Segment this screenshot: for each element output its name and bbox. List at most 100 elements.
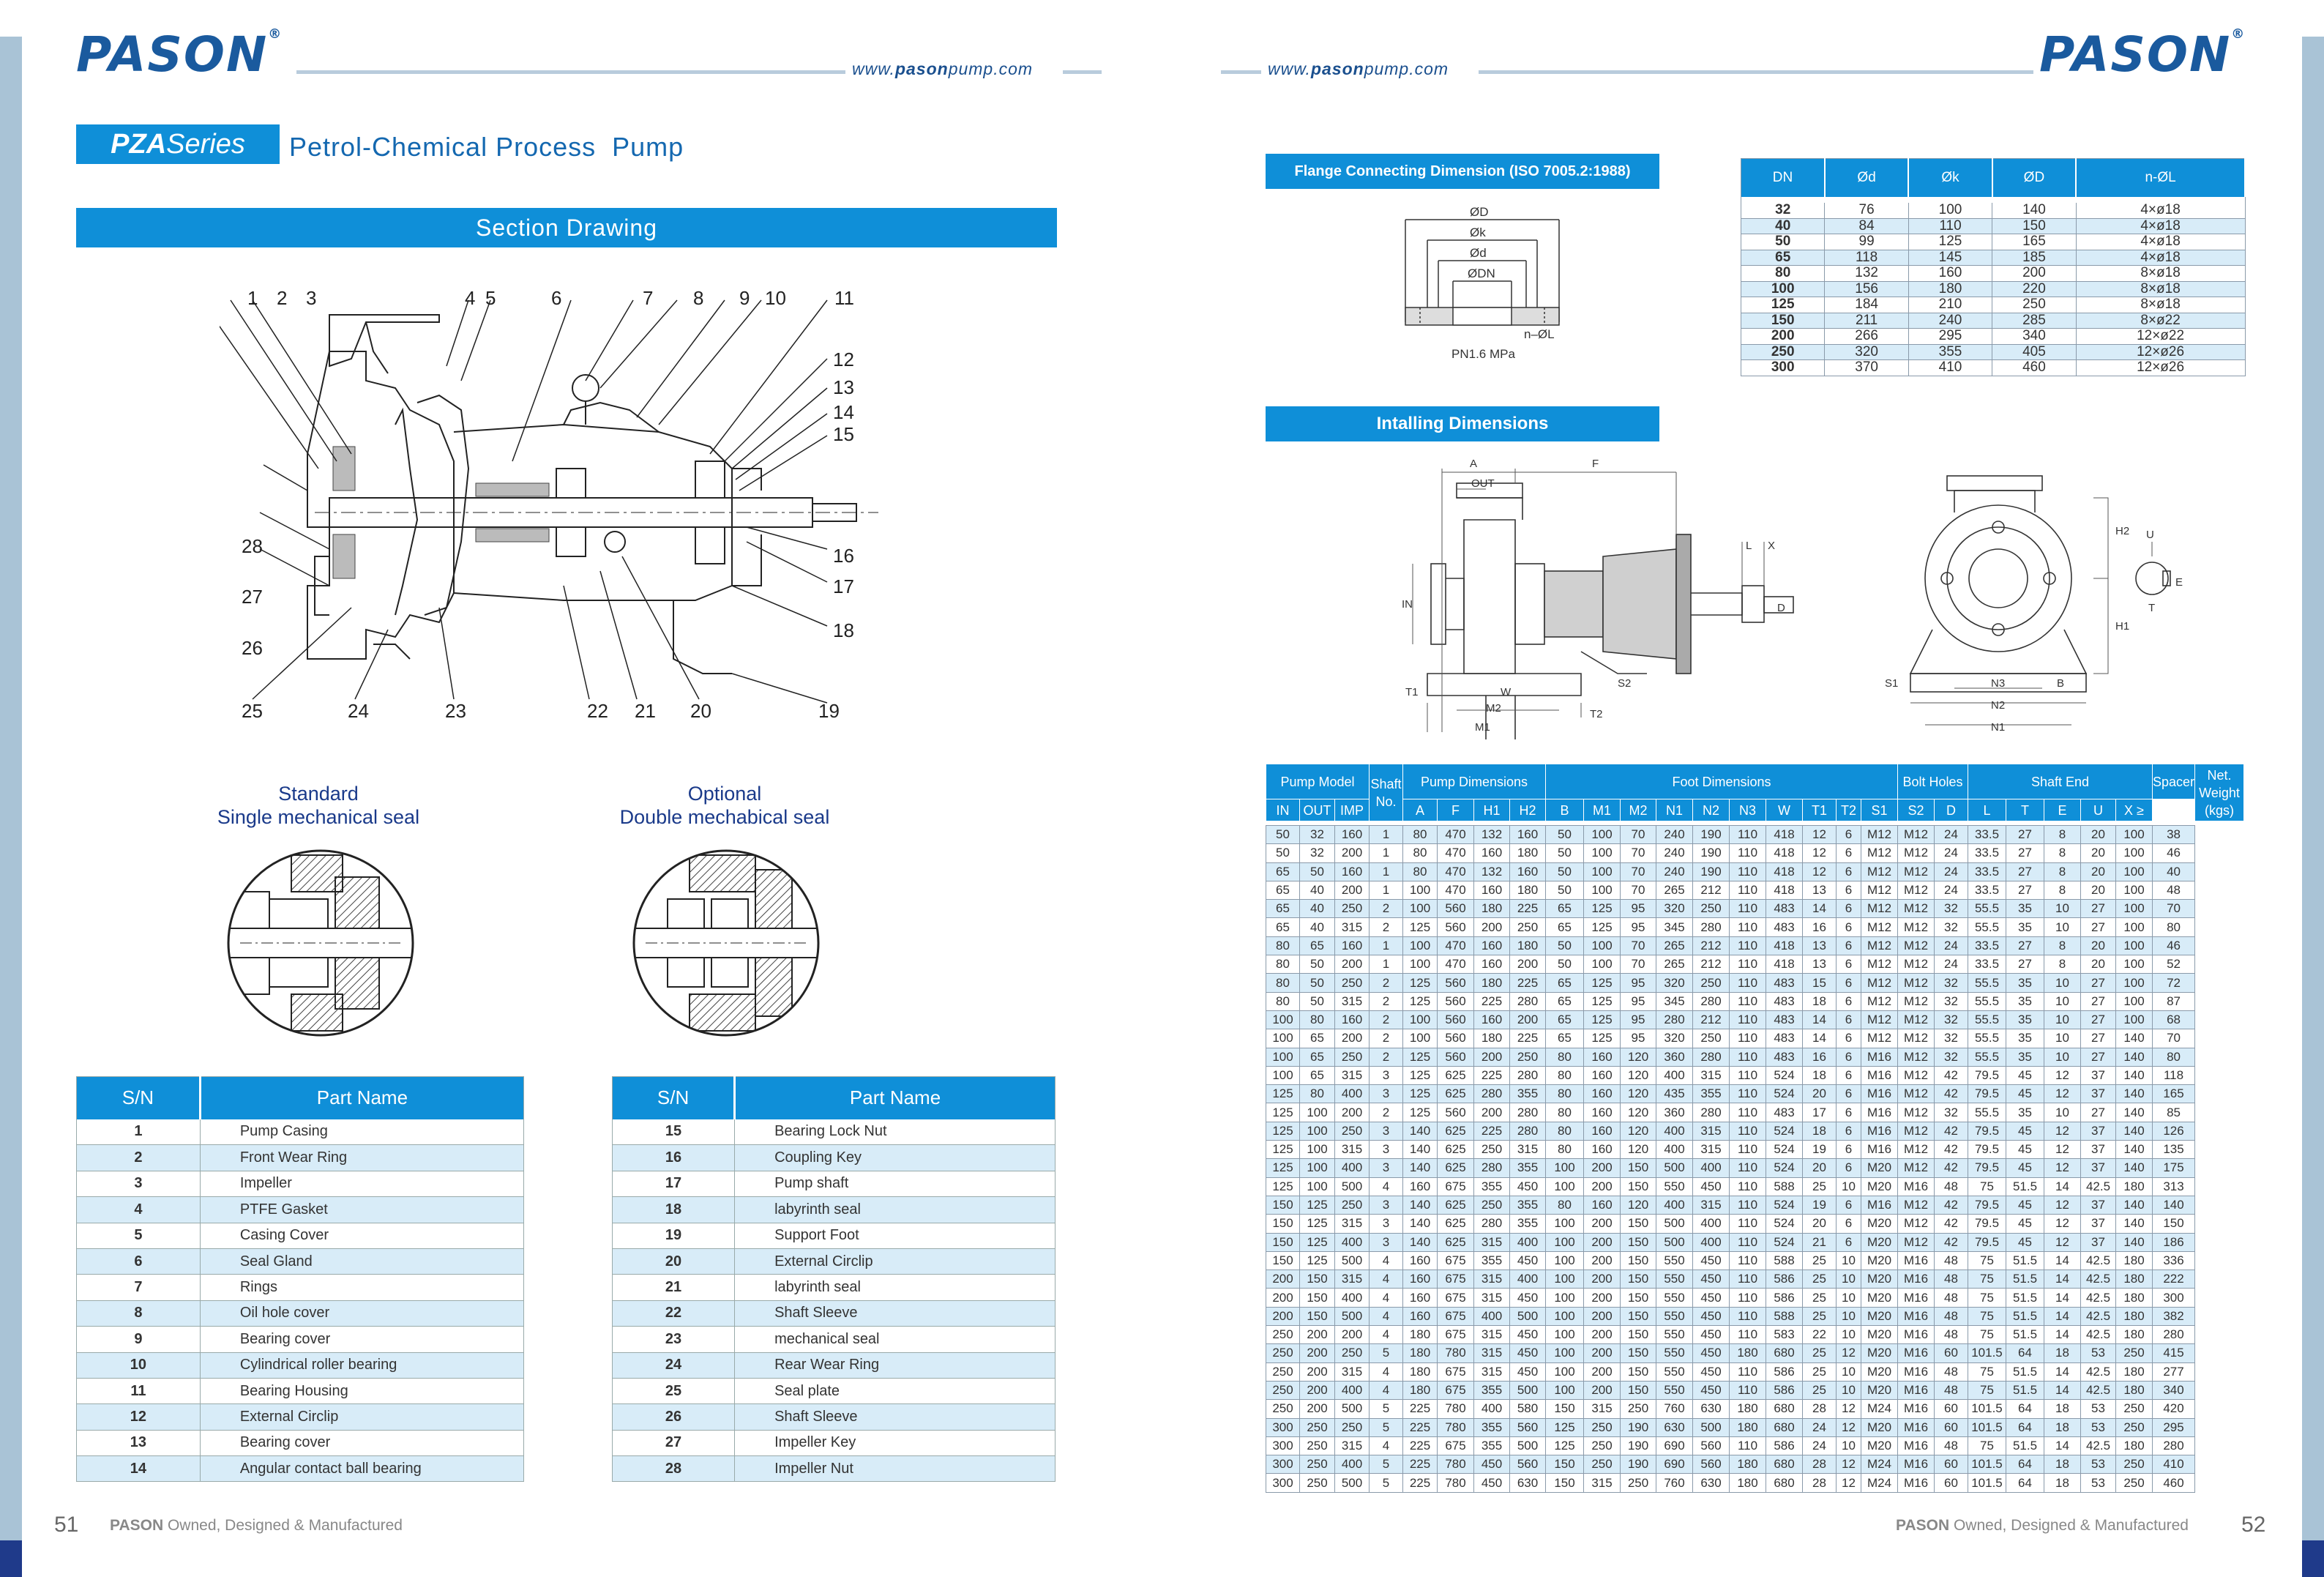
dimension-cell: 80 xyxy=(2151,917,2196,937)
dimension-cell: 100 xyxy=(1402,899,1438,919)
flange-cell: 100 xyxy=(1741,281,1826,297)
dimension-cell: 110 xyxy=(1729,1121,1766,1141)
dimension-cell: 79.5 xyxy=(1968,1232,2006,1252)
dimension-cell: 100 xyxy=(1402,880,1438,901)
column-header: A xyxy=(1402,799,1438,821)
dimension-cell: 150 xyxy=(2151,1214,2196,1234)
dimension-cell: 14 xyxy=(2044,1288,2081,1308)
dimension-cell: 524 xyxy=(1766,1084,1803,1104)
dimension-cell: 140 xyxy=(2115,1158,2153,1178)
dimension-cell: 72 xyxy=(2151,973,2196,993)
dimension-cell: 28 xyxy=(1802,1455,1837,1475)
dimension-cell: 27 xyxy=(2006,824,2044,845)
dimension-cell: M12 xyxy=(1897,991,1935,1011)
dimension-cell: 160 xyxy=(1583,1195,1621,1215)
dimension-cell: 10 xyxy=(2044,899,2081,919)
dimension-cell: 280 xyxy=(1692,1103,1730,1122)
flange-cell: 4×ø18 xyxy=(2076,218,2246,234)
dimension-cell: 10 xyxy=(1836,1250,1861,1271)
dimension-cell: 6 xyxy=(1836,899,1861,919)
flange-cell: 150 xyxy=(1741,313,1826,329)
svg-text:2: 2 xyxy=(277,287,287,309)
dimension-cell: 150 xyxy=(1545,1455,1584,1475)
dimension-cell: 50 xyxy=(1299,991,1335,1011)
dimension-cell: 6 xyxy=(1836,843,1861,863)
dimension-cell: 35 xyxy=(2006,1103,2044,1122)
dimension-cell: 250 xyxy=(1299,1473,1335,1493)
dimension-cell: 780 xyxy=(1437,1473,1474,1493)
dimension-cell: 65 xyxy=(1266,899,1300,919)
dimension-cell: 6 xyxy=(1836,1010,1861,1030)
dimension-cell: 2 xyxy=(1369,1029,1403,1048)
dimension-cell: 125 xyxy=(1266,1158,1300,1178)
dimension-cell: 315 xyxy=(1334,1214,1370,1234)
dimension-cell: 100 xyxy=(1545,1306,1584,1327)
dimension-cell: 42.5 xyxy=(2080,1325,2116,1345)
url-right[interactable]: www.pasonpump.com xyxy=(1268,59,1449,78)
dimension-cell: 50 xyxy=(1299,955,1335,974)
dimension-cell: 80 xyxy=(2151,1047,2196,1067)
dimension-cell: 780 xyxy=(1437,1399,1474,1419)
dimension-cell: 250 xyxy=(1473,1195,1510,1215)
dimension-cell: 100 xyxy=(1402,936,1438,956)
dimension-cell: 37 xyxy=(2080,1158,2116,1178)
dimension-cell: 80 xyxy=(1545,1103,1584,1122)
dimension-cell: 125 xyxy=(1299,1232,1335,1252)
dimension-cell: 10 xyxy=(2044,973,2081,993)
dimension-cell: 6 xyxy=(1836,880,1861,901)
dimension-cell: 400 xyxy=(1334,1288,1370,1308)
dimension-cell: 1 xyxy=(1369,824,1403,845)
svg-text:1: 1 xyxy=(247,287,258,309)
dimension-cell: 675 xyxy=(1437,1250,1474,1271)
dimension-cell: 250 xyxy=(1692,973,1730,993)
dimension-cell: 280 xyxy=(1509,1103,1546,1122)
dimension-cell: 760 xyxy=(1656,1399,1693,1419)
dimension-cell: 14 xyxy=(2044,1270,2081,1289)
part-name: Cylindrical roller bearing xyxy=(200,1352,525,1379)
dimension-cell: 10 xyxy=(1836,1288,1861,1308)
dimension-cell: 132 xyxy=(1473,862,1510,881)
dimension-cell: 70 xyxy=(1620,862,1656,881)
dimension-cell: 50 xyxy=(1266,843,1300,863)
url-left[interactable]: www.pasonpump.com xyxy=(848,59,1038,79)
dimension-cell: 42 xyxy=(1934,1140,1968,1160)
dimension-cell: 55.5 xyxy=(1968,899,2006,919)
dimension-cell: 4 xyxy=(1369,1177,1403,1196)
header-rule-left xyxy=(296,70,845,74)
dimension-cell: 180 xyxy=(1729,1473,1766,1493)
dimension-cell: 418 xyxy=(1766,955,1803,974)
dimension-cell: 32 xyxy=(1934,917,1968,937)
dimension-cell: 16 xyxy=(1802,1047,1837,1067)
flange-cell: 460 xyxy=(1992,359,2077,376)
dimension-cell: 50 xyxy=(1545,843,1584,863)
dimension-cell: 48 xyxy=(1934,1270,1968,1289)
dimension-cell: 160 xyxy=(1334,824,1370,845)
dimension-cell: 35 xyxy=(2006,991,2044,1011)
dimension-cell: 450 xyxy=(1692,1177,1730,1196)
part-name: labyrinth seal xyxy=(734,1196,1055,1223)
dimension-cell: 24 xyxy=(1934,824,1968,845)
dimension-cell: 110 xyxy=(1729,1436,1766,1456)
dimension-cell: 450 xyxy=(1692,1270,1730,1289)
dimension-cell: 360 xyxy=(1656,1103,1693,1122)
dimension-cell: 45 xyxy=(2006,1121,2044,1141)
dimension-cell: 35 xyxy=(2006,899,2044,919)
dimension-cell: 25 xyxy=(1802,1250,1837,1271)
dimension-cell: 100 xyxy=(1545,1250,1584,1271)
svg-text:28: 28 xyxy=(242,535,263,557)
dimension-cell: 6 xyxy=(1836,973,1861,993)
dimension-cell: 125 xyxy=(1583,1010,1621,1030)
dimension-cell: 320 xyxy=(1656,899,1693,919)
flange-cell: 84 xyxy=(1824,218,1909,234)
flange-header: ØD xyxy=(1992,158,2077,197)
dimension-cell: 780 xyxy=(1437,1455,1474,1475)
dimension-cell: 250 xyxy=(2115,1455,2153,1475)
dimension-cell: 418 xyxy=(1766,880,1803,901)
dimension-cell: 400 xyxy=(1334,1455,1370,1475)
dimension-cell: M12 xyxy=(1897,880,1935,901)
dimension-cell: 140 xyxy=(2115,1214,2153,1234)
